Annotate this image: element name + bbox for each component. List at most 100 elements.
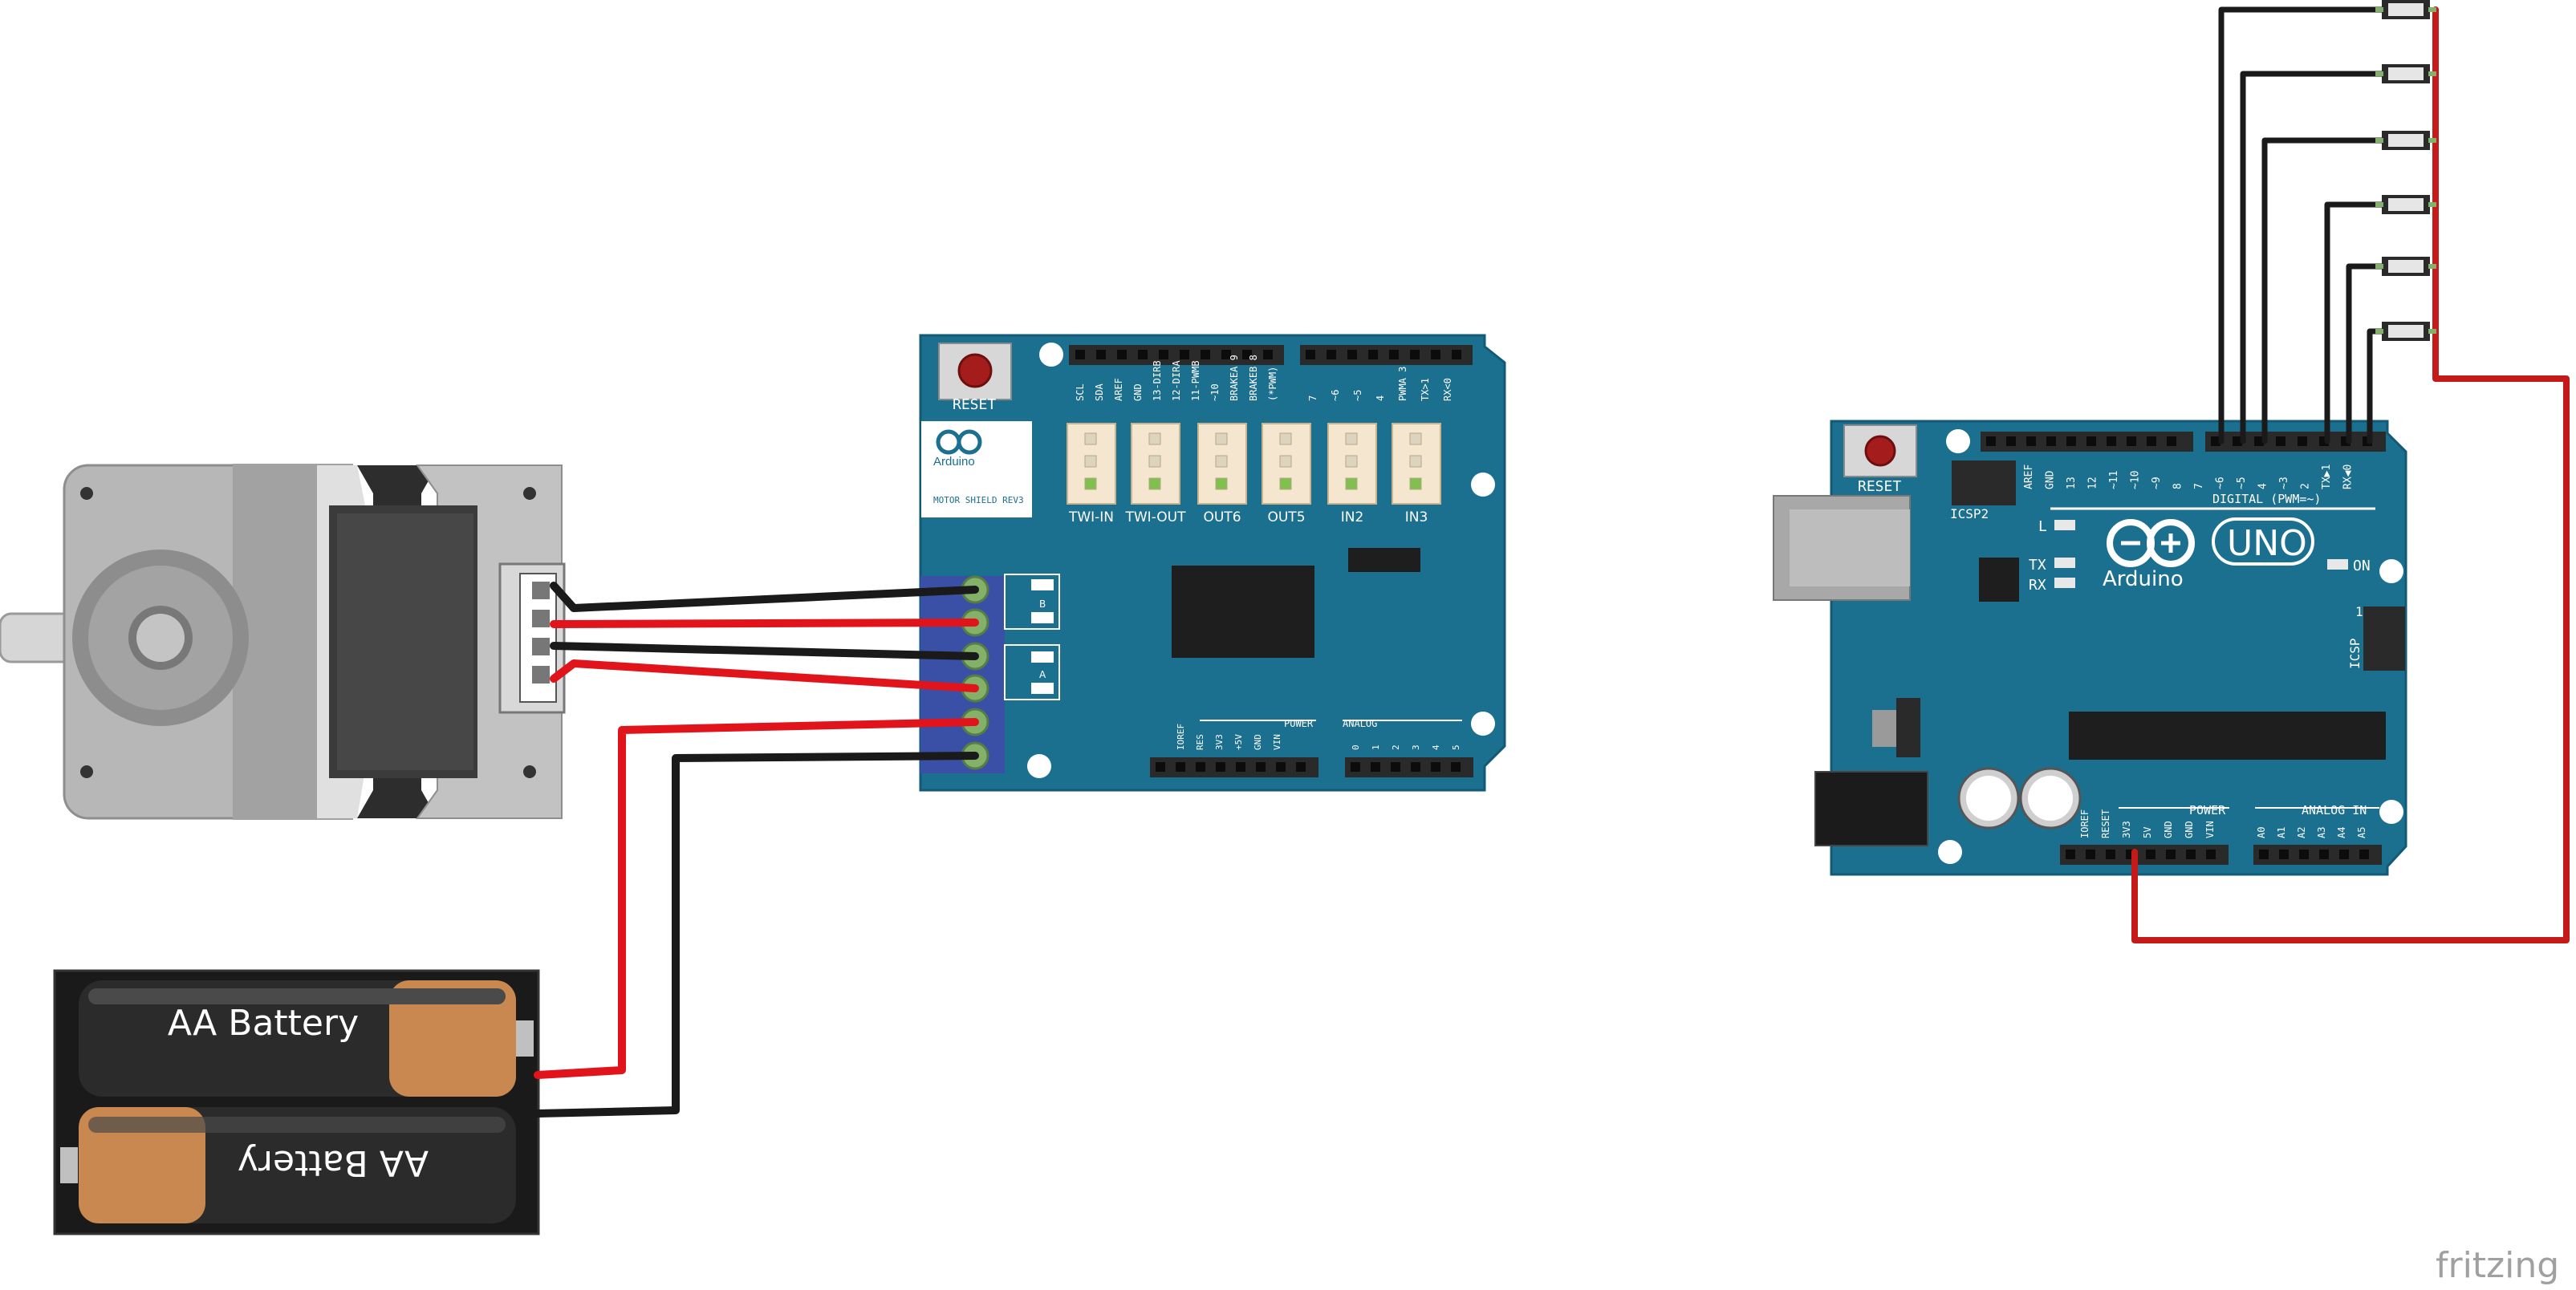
mount-hole [2379, 800, 2403, 824]
push-button-1[interactable] [2375, 0, 2436, 19]
header-pin [2339, 850, 2349, 859]
push-button-6[interactable] [2375, 322, 2436, 341]
wires [534, 6, 2570, 1118]
pin-label: RX◀0 [2342, 464, 2355, 489]
shield-power-header [1150, 757, 1318, 777]
pin-label: SCL [1075, 383, 1086, 401]
header-pin [1306, 350, 1315, 359]
header-pin [2106, 850, 2115, 859]
pin-label: 2 [2300, 483, 2312, 489]
led-rx [2054, 578, 2075, 588]
pin-label: A0 [2256, 827, 2267, 838]
mount-hole [1027, 754, 1051, 778]
uno-arduino-logo-icon [2107, 519, 2195, 567]
pin-label: TX▶1 [2321, 464, 2333, 489]
header-pin [1159, 350, 1168, 359]
header-pin [1276, 762, 1286, 772]
wire-motor-red-1 [550, 619, 979, 628]
header-pin [1347, 350, 1357, 359]
header-pin [2359, 850, 2369, 859]
wire-pin-7 [2218, 6, 2385, 444]
header-pin [2006, 436, 2016, 446]
icsp2-label: ICSP2 [1950, 506, 1989, 521]
uno-digital-header-right [2205, 432, 2386, 452]
pin-label: RX<0 [1442, 378, 1453, 401]
uno-brand-text: UNO [2227, 523, 2307, 564]
pin-label: A4 [2336, 827, 2347, 838]
wire-battery-black [534, 752, 979, 1118]
uno-analog-label: ANALOG IN [2302, 803, 2367, 817]
header-pin [1180, 350, 1189, 359]
pin-label: 1 [1371, 744, 1381, 750]
pin-label: 2 [1391, 744, 1401, 750]
shield-reset-label: RESET [953, 396, 996, 413]
header-pin [2147, 436, 2156, 446]
stepper-motor [0, 464, 566, 820]
uno-brand-badge [2212, 517, 2314, 566]
screw-terminal-block [920, 576, 1005, 773]
pin-label: 3V3 [2121, 821, 2132, 838]
mount-hole [1039, 343, 1063, 367]
pin-label: BRAKEB 8 [1248, 355, 1259, 401]
pin-label: 4 [1431, 744, 1441, 750]
pin-label: RES [1195, 734, 1205, 750]
connector-label: OUT5 [1267, 509, 1305, 525]
push-button-4[interactable] [2375, 195, 2436, 214]
wire-3v3-red [2131, 6, 2570, 943]
uno-power-header [2060, 845, 2229, 865]
header-pin [2254, 436, 2264, 446]
led-on-label: ON [2353, 558, 2371, 574]
pin-label: 5 [1451, 744, 1461, 750]
mount-hole [1471, 712, 1495, 736]
pin-label: (*PWM) [1267, 367, 1278, 401]
shield-header-top-right [1300, 345, 1473, 365]
pin-label: BRAKEA 9 [1229, 355, 1240, 401]
pin-label: 3 [1411, 744, 1421, 750]
push-buttons [2375, 0, 2436, 341]
pin-label: A1 [2276, 827, 2287, 838]
pin-label: GND [2045, 470, 2057, 489]
push-button-3[interactable] [2375, 131, 2436, 150]
header-pin [1075, 350, 1085, 359]
header-pin [2167, 436, 2176, 446]
wire-battery-red [534, 718, 979, 1079]
led-tx [2054, 558, 2075, 568]
pin-label: 5V [2142, 827, 2153, 838]
header-pin [1236, 762, 1245, 772]
header-pin [1389, 350, 1399, 359]
wire-pin-6 [2240, 71, 2385, 444]
header-pin [1986, 436, 1996, 446]
battery-holder: AA Battery AA Battery [53, 969, 540, 1235]
pin-label: AREF [2023, 464, 2035, 489]
push-button-5[interactable] [2375, 257, 2436, 276]
pin-label: 11-PWMB [1190, 360, 1201, 401]
pin-label: 4 [1375, 396, 1386, 401]
shield-reset-icon [957, 353, 993, 388]
header-pin [2276, 436, 2285, 446]
header-pin [1196, 762, 1205, 772]
wire-motor-red-2 [550, 659, 979, 692]
header-pin [2127, 436, 2136, 446]
header-pin [1242, 350, 1252, 359]
header-pin [2186, 850, 2196, 859]
pin-label: ~10 [2130, 471, 2142, 489]
led-on [2327, 559, 2348, 570]
pin-label: IOREF [2079, 809, 2090, 838]
header-pin [2107, 436, 2116, 446]
wire-pin-2 [2324, 201, 2385, 444]
header-pin [1221, 350, 1231, 359]
pin-label: ~11 [2108, 471, 2120, 489]
led-tx-label: TX [2029, 557, 2046, 574]
pin-label: ~5 [1352, 390, 1363, 401]
header-pin [1431, 762, 1440, 772]
push-button-2[interactable] [2375, 64, 2436, 83]
pin-label: ~5 [2236, 477, 2248, 489]
pin-label: 8 [2172, 483, 2184, 489]
pin-label: A3 [2316, 827, 2327, 838]
pin-label: GND [2163, 821, 2174, 838]
header-pin [1351, 762, 1360, 772]
header-pin [2026, 436, 2036, 446]
mount-hole [1946, 429, 1970, 453]
pin-label: AREF [1113, 378, 1124, 401]
